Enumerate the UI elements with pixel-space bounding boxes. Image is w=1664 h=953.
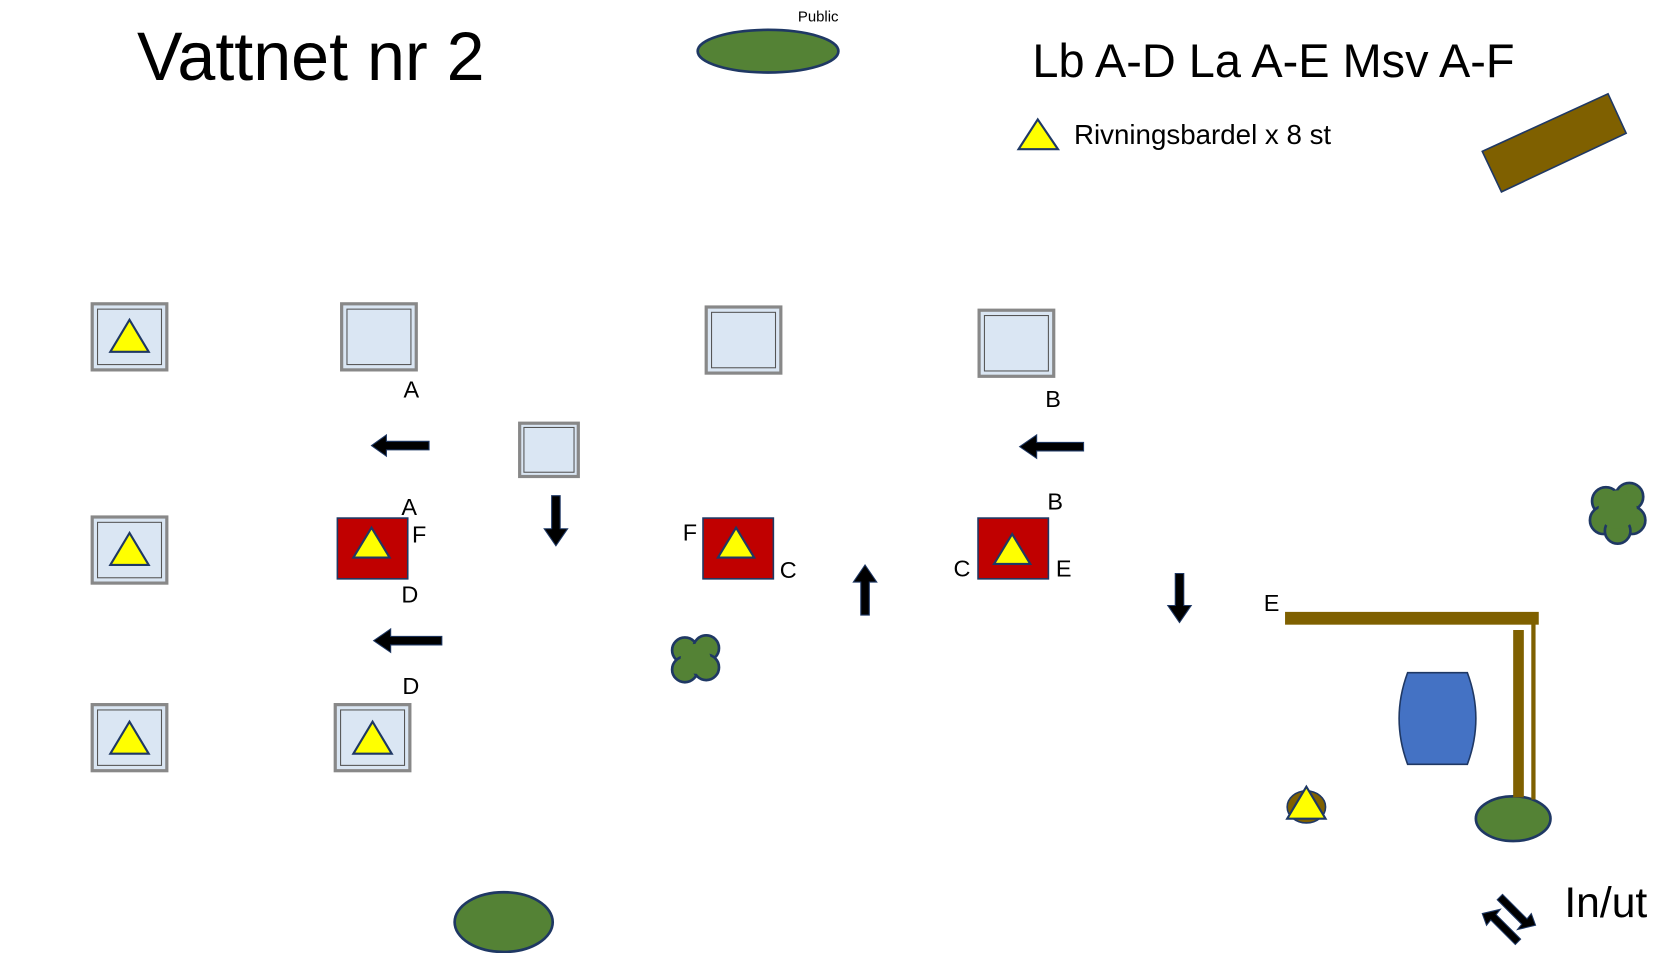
bush-icon [453, 890, 555, 953]
wood-rail [1531, 623, 1536, 800]
obstacle-box [90, 302, 169, 372]
triangle-icon [108, 317, 151, 353]
map-title: Vattnet nr 2 [137, 19, 485, 95]
label-c: C [954, 556, 971, 582]
triangle-icon [351, 719, 394, 755]
entrance-arrows-icon [1481, 893, 1537, 946]
public-label: Public [798, 8, 839, 25]
label-d: D [401, 581, 418, 607]
red-obstacle [702, 517, 775, 580]
label-a: A [401, 494, 417, 520]
plank-obstacle [1481, 92, 1628, 193]
obstacle-box [90, 515, 169, 585]
obstacle-box [340, 302, 418, 372]
bush-icon [670, 634, 721, 684]
obstacle-box [90, 703, 169, 773]
label-a: A [403, 377, 419, 403]
triangle-icon [992, 532, 1033, 565]
arrow-down-icon [543, 495, 569, 547]
wood-post [1513, 630, 1524, 798]
label-d: D [402, 673, 419, 699]
legend-label: Rivningsbardel x 8 st [1074, 119, 1331, 150]
label-f: F [412, 522, 426, 548]
arrow-left-icon [372, 627, 443, 654]
label-b: B [1047, 489, 1063, 515]
red-obstacle [336, 517, 409, 580]
arrow-down-icon [1166, 572, 1193, 624]
obstacle-box [333, 703, 412, 773]
obstacle-box [518, 421, 580, 479]
label-c: C [780, 557, 797, 583]
bush-icon [1474, 794, 1552, 843]
entrance-label: In/ut [1564, 879, 1647, 927]
arrow-up-icon [852, 564, 878, 616]
header-codes: Lb A-D La A-E Msv A-F [1032, 35, 1514, 87]
barrel-obstacle [1398, 671, 1477, 766]
obstacle-box [704, 305, 783, 375]
bush-icon [1588, 481, 1647, 545]
triangle-icon [716, 525, 757, 559]
triangle-icon [351, 525, 392, 559]
triangle-icon [108, 530, 151, 567]
arrow-left-icon [1018, 433, 1085, 460]
label-e: E [1264, 590, 1280, 616]
arrow-left-icon [370, 433, 430, 458]
red-obstacle [977, 517, 1050, 580]
legend-triangle-icon [1016, 117, 1061, 151]
label-b: B [1045, 386, 1061, 412]
label-e: E [1056, 556, 1072, 582]
public-bush-icon [696, 28, 840, 74]
label-f: F [683, 519, 697, 545]
obstacle-box [977, 308, 1056, 378]
stump-triangle-icon [1285, 784, 1328, 824]
triangle-icon [108, 719, 151, 755]
wood-beam [1285, 611, 1539, 625]
